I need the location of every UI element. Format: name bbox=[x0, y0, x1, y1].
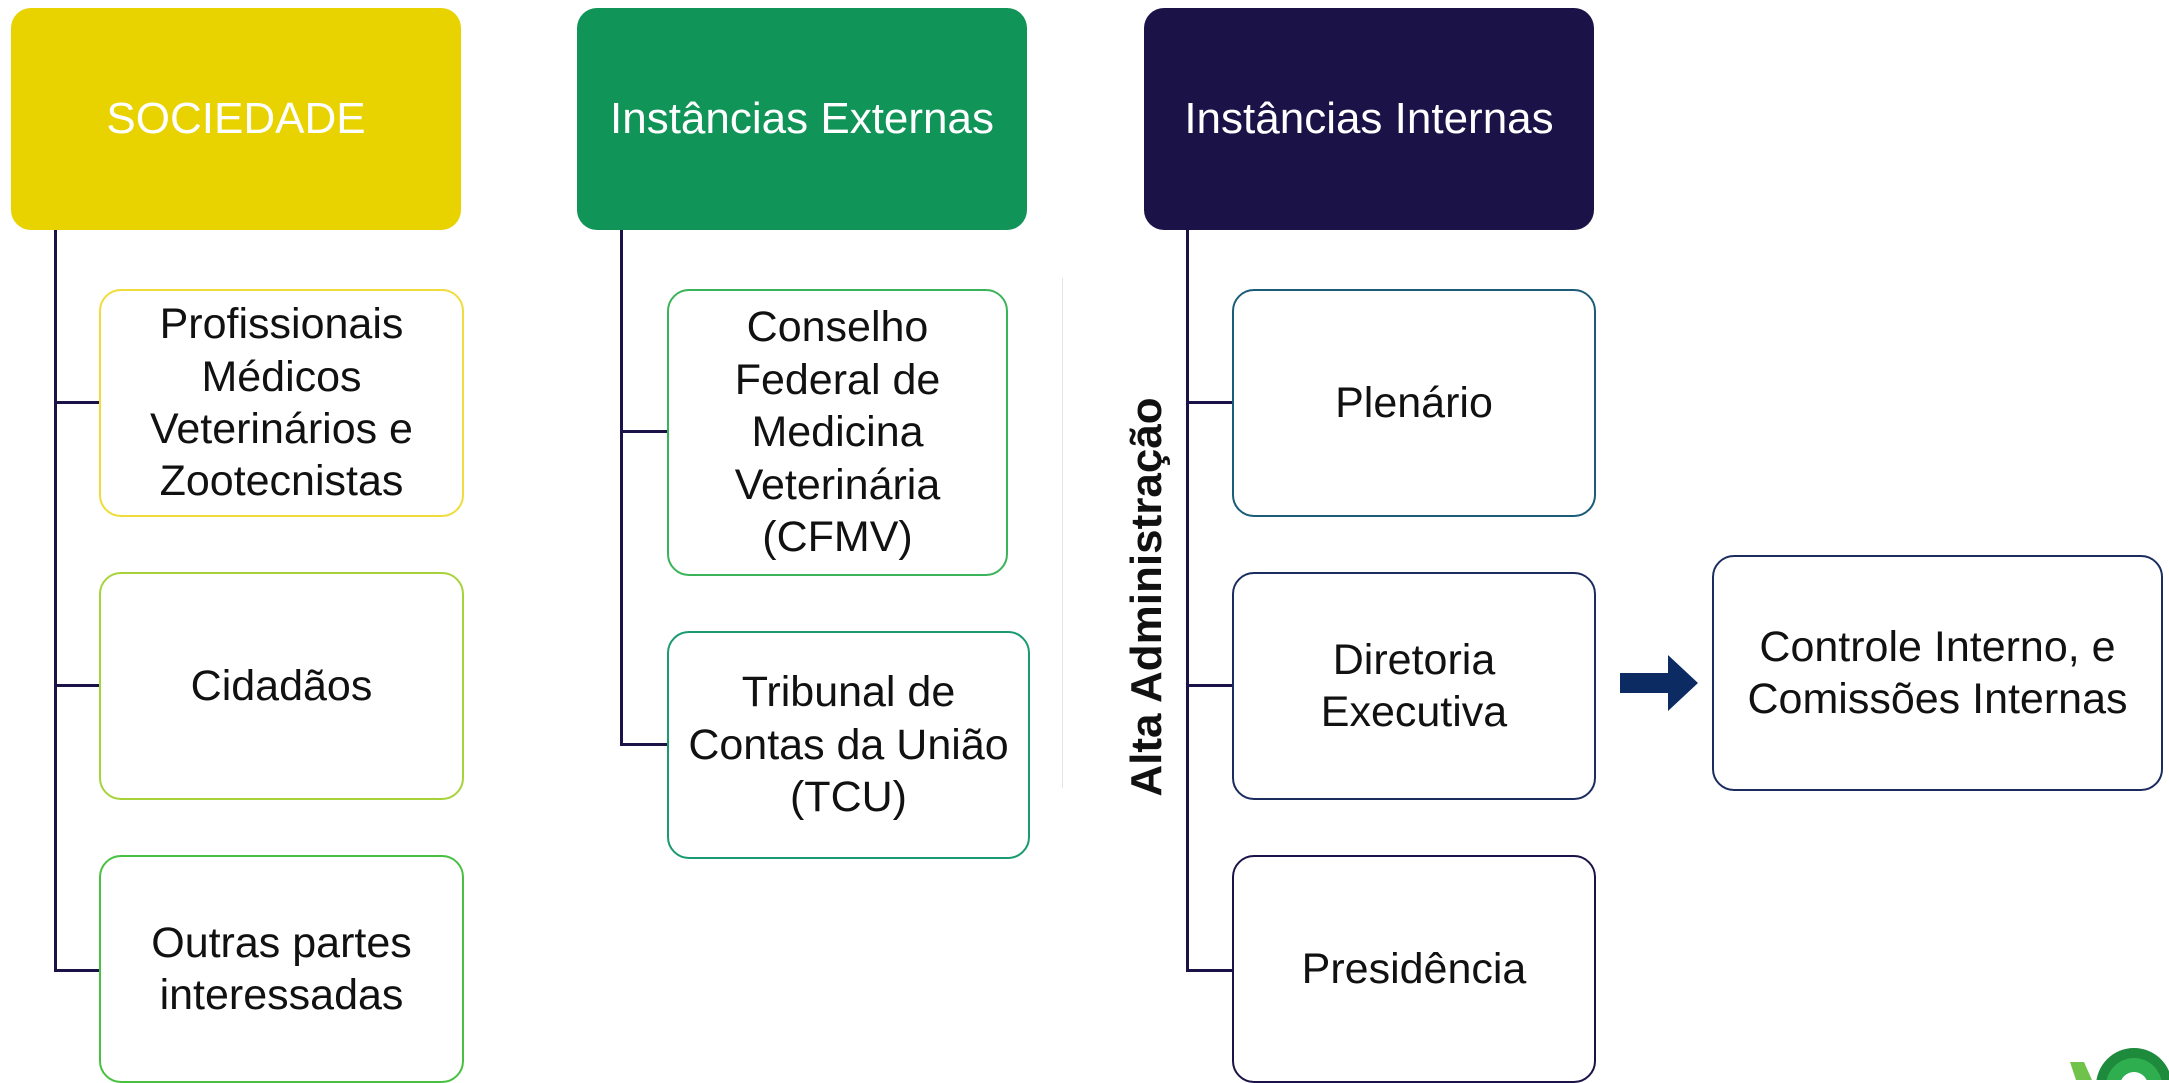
box-controle-interno: Controle Interno, e Comissões Internas bbox=[1712, 555, 2163, 791]
connector-branch bbox=[54, 969, 99, 972]
connector-trunk-sociedade bbox=[54, 230, 57, 972]
box-plenario: Plenário bbox=[1232, 289, 1596, 517]
box-tcu: Tribunal de Contas da União (TCU) bbox=[667, 631, 1030, 859]
box-presidencia: Presidência bbox=[1232, 855, 1596, 1083]
header-instancias-externas: Instâncias Externas bbox=[577, 8, 1027, 230]
connector-branch bbox=[54, 401, 99, 404]
connector-branch bbox=[54, 684, 99, 687]
column-divider bbox=[1062, 278, 1063, 788]
connector-trunk-internas bbox=[1186, 230, 1189, 972]
box-diretoria-executiva: Diretoria Executiva bbox=[1232, 572, 1596, 800]
box-cidadaos: Cidadãos bbox=[99, 572, 464, 800]
connector-trunk-externas bbox=[620, 230, 623, 746]
connector-branch bbox=[620, 430, 667, 433]
header-sociedade: SOCIEDADE bbox=[11, 8, 461, 230]
connector-branch bbox=[1186, 969, 1232, 972]
connector-branch bbox=[1186, 684, 1232, 687]
header-instancias-internas: Instâncias Internas bbox=[1144, 8, 1594, 230]
connector-branch bbox=[1186, 401, 1232, 404]
logo-icon bbox=[2070, 1048, 2169, 1080]
arrow-right-icon bbox=[1620, 655, 1698, 711]
box-cfmv: Conselho Federal de Medicina Veterinária… bbox=[667, 289, 1008, 576]
alta-administracao-label: Alta Administração bbox=[1122, 397, 1171, 797]
connector-branch bbox=[620, 743, 667, 746]
box-profissionais: Profissionais Médicos Veterinários e Zoo… bbox=[99, 289, 464, 517]
box-outras-partes: Outras partes interessadas bbox=[99, 855, 464, 1083]
